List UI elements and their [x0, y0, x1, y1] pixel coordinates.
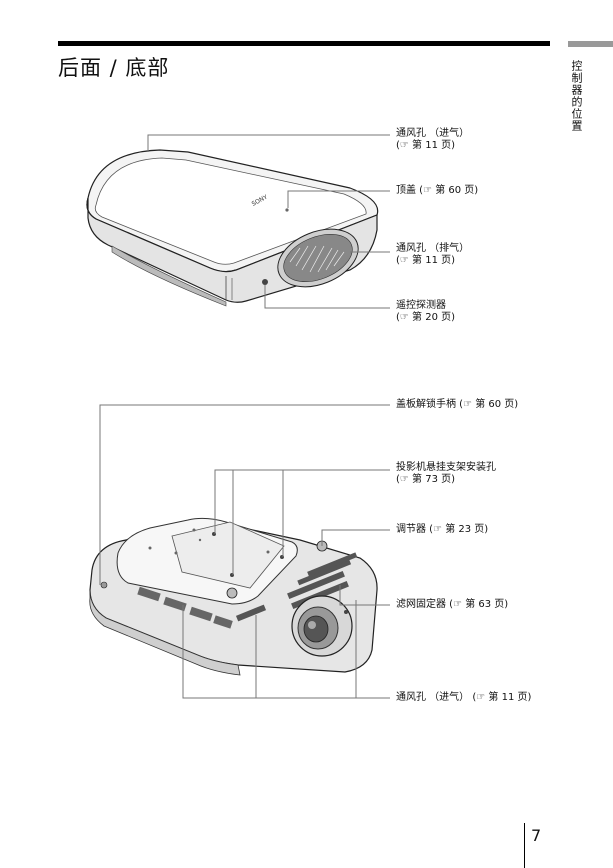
page-title: 后面 / 底部 [58, 56, 170, 80]
projector-bottom-illustration [89, 517, 378, 676]
callout-intake-vent-top: 通风孔 （进气） (☞ 第 11 页) [396, 128, 470, 151]
section-side-label: 控制器的位置 [570, 60, 583, 132]
callout-adjuster: 调节器 (☞ 第 23 页) [396, 524, 489, 535]
page-number-rule [524, 823, 525, 868]
callout-remote-sensor: 遥控探测器 (☞ 第 20 页) [396, 300, 456, 323]
side-tab-marker [568, 41, 613, 47]
callout-cover-release-lever: 盖板解锁手柄 (☞ 第 60 页) [396, 399, 519, 410]
callout-intake-vent-bottom: 通风孔 （进气） (☞ 第 11 页) [396, 692, 532, 703]
page-number: 7 [531, 826, 542, 845]
header-rule [58, 41, 550, 46]
projector-rear-illustration: SONY [86, 149, 379, 307]
callout-exhaust-vent: 通风孔 （排气） (☞ 第 11 页) [396, 243, 470, 266]
callout-mount-holes: 投影机悬挂支架安装孔 (☞ 第 73 页) [396, 462, 496, 485]
callout-top-cover: 顶盖 (☞ 第 60 页) [396, 185, 479, 196]
callout-filter-holder: 滤网固定器 (☞ 第 63 页) [396, 599, 509, 610]
